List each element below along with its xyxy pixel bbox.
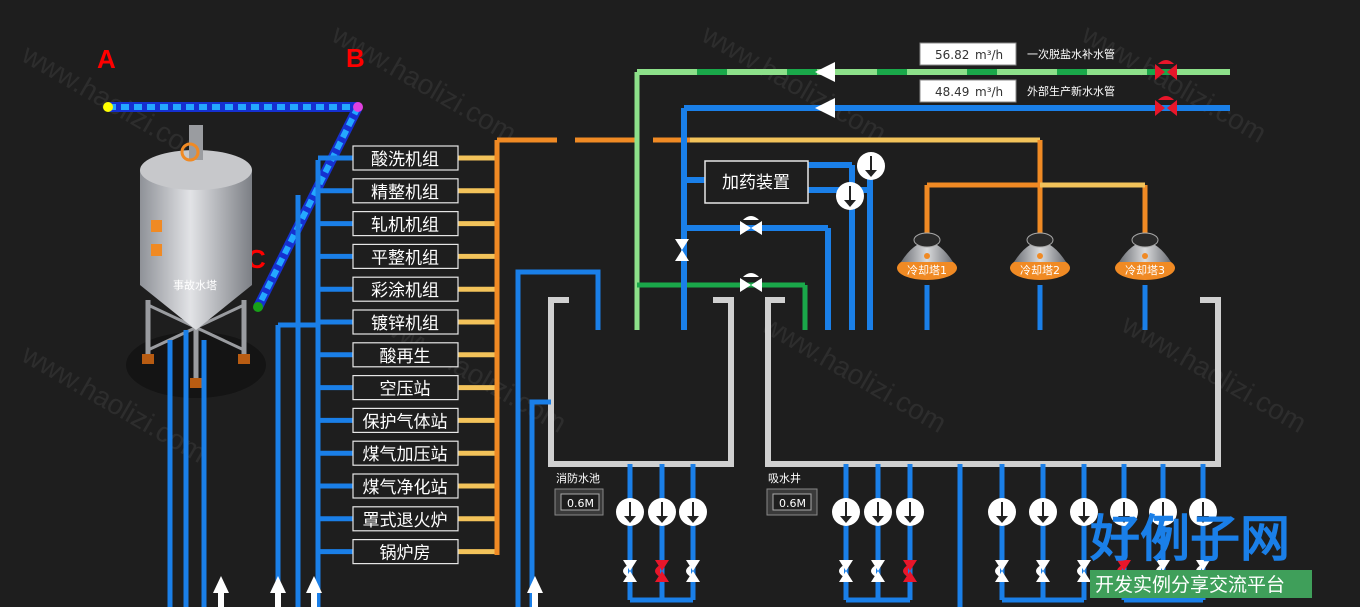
unit-label: 平整机组 <box>371 248 439 268</box>
svg-text:m³/h: m³/h <box>975 48 1003 62</box>
tower-label: 事故水塔 <box>173 278 217 292</box>
cooling-tower-group: 冷却塔1 冷却塔2 冷却塔3 <box>897 232 1175 280</box>
unit-8[interactable]: 空压站 <box>318 375 497 401</box>
unit-9[interactable]: 保护气体站 <box>318 407 497 433</box>
svg-text:加药装置: 加药装置 <box>722 173 790 193</box>
tower-outlet-pipes <box>167 330 207 607</box>
unit-label: 酸洗机组 <box>371 150 439 170</box>
cooling-tower-1[interactable]: 冷却塔1 <box>897 232 957 280</box>
unit-label: 煤气加压站 <box>363 445 448 465</box>
unit-6[interactable]: 镀锌机组 <box>318 309 497 335</box>
distribution-pipes <box>275 160 321 607</box>
pump-1[interactable] <box>616 464 644 600</box>
svg-text:吸水井: 吸水井 <box>768 471 801 485</box>
pump-2[interactable] <box>648 464 676 600</box>
flow-meter-2: 48.49 m³/h 外部生产新水水管 <box>919 79 1115 103</box>
svg-text:www.haolizi.com: www.haolizi.com <box>326 18 522 149</box>
svg-text:m³/h: m³/h <box>975 85 1003 99</box>
svg-text:消防水池: 消防水池 <box>556 471 600 485</box>
inflow-arrows <box>213 576 543 607</box>
brand-watermark: 好例子网 开发实例分享交流平台 <box>1089 511 1312 598</box>
svg-text:www.haolizi.com: www.haolizi.com <box>1076 18 1272 149</box>
cooling-tower-3[interactable]: 冷却塔3 <box>1115 232 1175 280</box>
svg-text:0.6M: 0.6M <box>567 497 594 510</box>
unit-10[interactable]: 煤气加压站 <box>318 440 497 466</box>
svg-text:48.49: 48.49 <box>935 85 969 99</box>
unit-3[interactable]: 轧机机组 <box>318 211 497 237</box>
unit-label: 彩涂机组 <box>371 281 439 301</box>
unit-label: 轧机机组 <box>371 216 439 236</box>
unit-2[interactable]: 精整机组 <box>318 178 497 204</box>
cooling-tower-label: 冷却塔3 <box>1125 264 1165 277</box>
unit-label: 保护气体站 <box>363 412 448 432</box>
dosing-pump-1[interactable] <box>857 152 885 180</box>
unit-4[interactable]: 平整机组 <box>318 243 497 269</box>
corner-label-a: A <box>97 44 116 74</box>
dosing-unit[interactable]: 加药装置 <box>704 160 809 204</box>
unit-label: 镀锌机组 <box>371 314 439 334</box>
pump-3[interactable] <box>679 464 707 600</box>
unit-11[interactable]: 煤气净化站 <box>318 473 497 499</box>
unit-label: 锅炉房 <box>380 544 431 564</box>
fire-pool: 消防水池 0.6M <box>554 471 604 516</box>
demin-water-pipe <box>634 69 1230 330</box>
unit-list: 酸洗机组精整机组轧机机组平整机组彩涂机组镀锌机组酸再生空压站保护气体站煤气加压站… <box>318 145 497 565</box>
corner-label-b: B <box>346 43 365 73</box>
unit-13[interactable]: 锅炉房 <box>318 538 497 565</box>
pump-6[interactable] <box>896 464 924 600</box>
emergency-water-tower[interactable]: 事故水塔 <box>126 125 266 398</box>
pump-4[interactable] <box>832 464 860 600</box>
pump-7[interactable] <box>988 464 1016 600</box>
pump-5[interactable] <box>864 464 892 600</box>
pool-outlines <box>548 297 1221 467</box>
unit-label: 罩式退火炉 <box>363 511 448 531</box>
dosing-valves[interactable] <box>675 216 762 292</box>
unit-label: 酸再生 <box>380 347 431 367</box>
svg-text:56.82: 56.82 <box>935 48 969 62</box>
unit-label: 空压站 <box>380 380 431 400</box>
dosing-pump-2[interactable] <box>836 182 864 210</box>
unit-label: 精整机组 <box>371 183 439 203</box>
inlet-valve-2[interactable] <box>1155 96 1177 116</box>
pump-8[interactable] <box>1029 464 1057 600</box>
suction-well: 吸水井 0.6M <box>766 471 818 516</box>
unit-12[interactable]: 罩式退火炉 <box>318 506 497 532</box>
svg-text:外部生产新水水管: 外部生产新水水管 <box>1027 84 1115 98</box>
svg-text:www.haolizi.com: www.haolizi.com <box>696 18 892 149</box>
abc-pipe <box>103 102 363 312</box>
unit-7[interactable]: 酸再生 <box>318 342 497 368</box>
cooling-tower-label: 冷却塔1 <box>907 264 947 277</box>
flow-meter-1: 56.82 m³/h 一次脱盐水补水管 <box>919 42 1115 66</box>
svg-text:一次脱盐水补水管: 一次脱盐水补水管 <box>1027 47 1115 61</box>
unit-1[interactable]: 酸洗机组 <box>318 145 497 171</box>
unit-label: 煤气净化站 <box>363 478 448 498</box>
cooling-tower-label: 冷却塔2 <box>1020 264 1060 277</box>
cooling-tower-2[interactable]: 冷却塔2 <box>1010 232 1070 280</box>
svg-text:0.6M: 0.6M <box>779 497 806 510</box>
svg-text:开发实例分享交流平台: 开发实例分享交流平台 <box>1095 574 1285 596</box>
pump-9[interactable] <box>1070 464 1098 600</box>
pool-pipes <box>515 269 1148 607</box>
unit-5[interactable]: 彩涂机组 <box>318 276 497 302</box>
inlet-valve-1[interactable] <box>1155 60 1177 80</box>
svg-text:好例子网: 好例子网 <box>1089 511 1290 567</box>
